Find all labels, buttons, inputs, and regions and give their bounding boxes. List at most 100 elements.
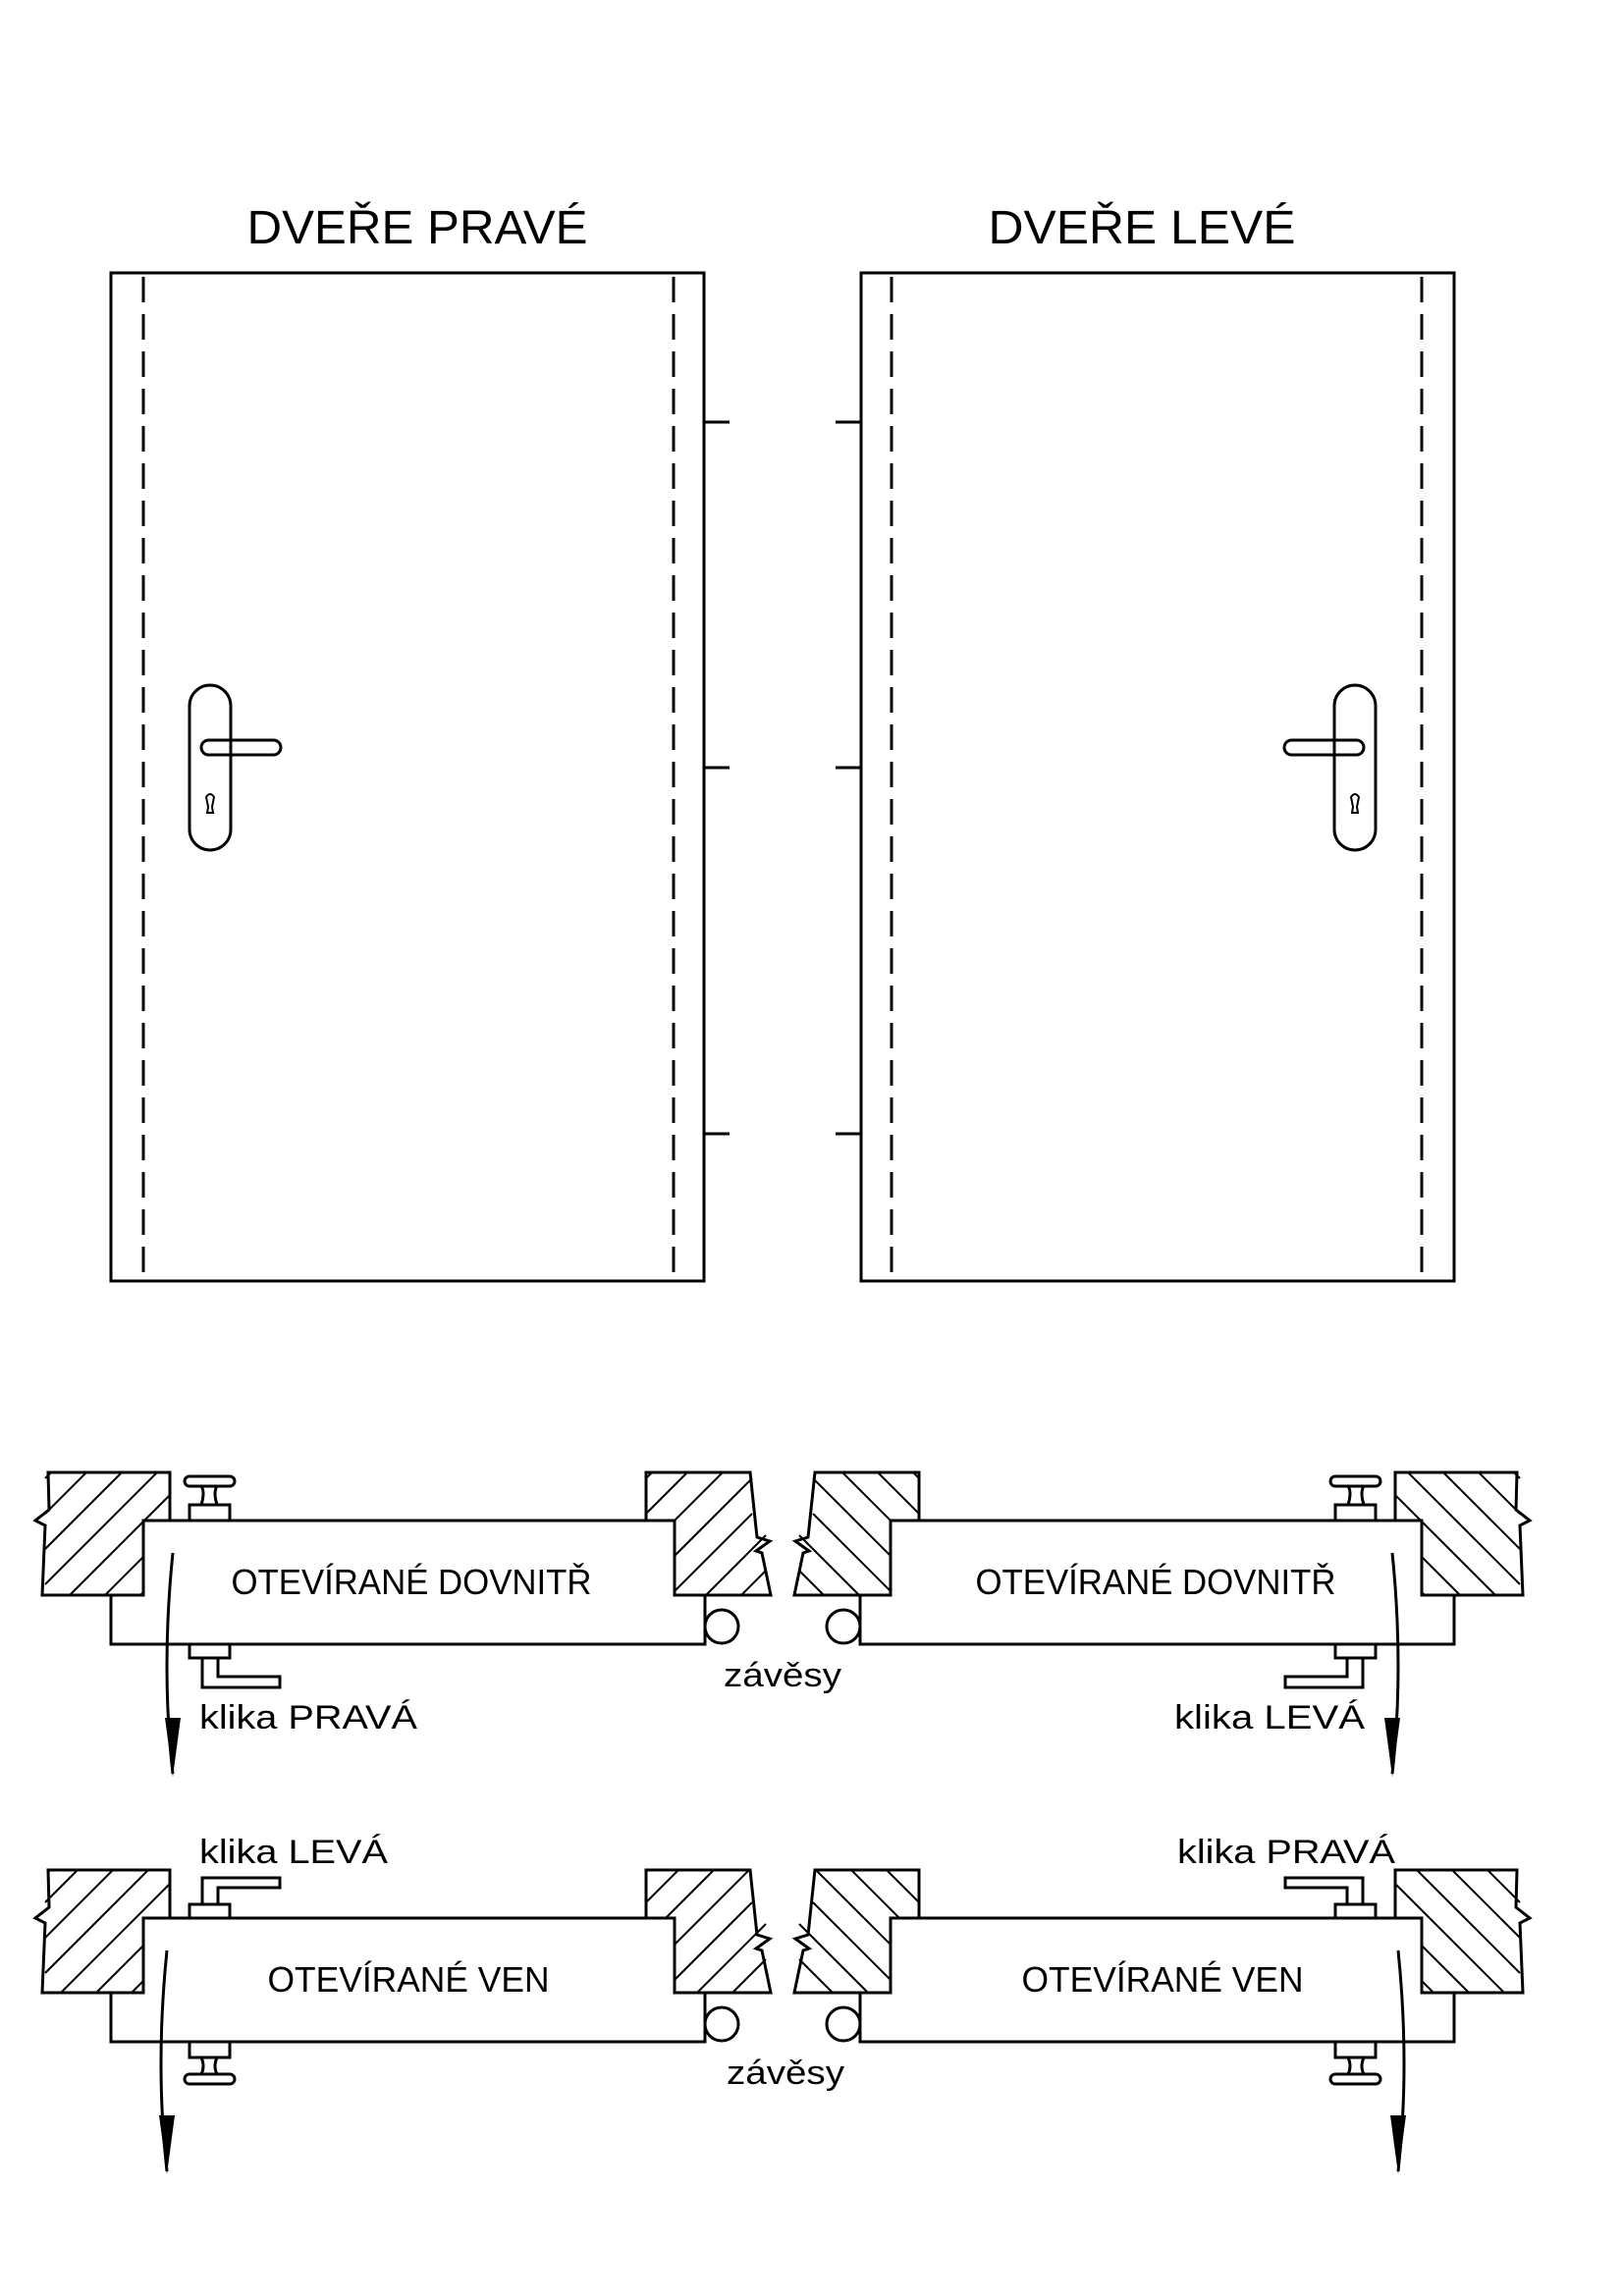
label-opening-outward-left: OTEVÍRANÉ VEN xyxy=(268,1959,550,2000)
hatch-line xyxy=(1429,1917,1505,1994)
hatch-line xyxy=(700,1869,750,1919)
hatch-line xyxy=(108,1471,158,1522)
hatch-line xyxy=(645,1471,653,1479)
hatch-line xyxy=(95,1945,144,1994)
hatch-line xyxy=(1513,1471,1521,1479)
door-leaf-section xyxy=(109,1519,707,1646)
label-hinges: závěsy xyxy=(727,2055,844,2092)
swing-direction-arrow-icon xyxy=(165,1552,181,1777)
hatch-line xyxy=(645,1869,679,1903)
knob-neck xyxy=(199,1485,219,1506)
section-outward-right-door xyxy=(32,1868,774,2174)
label-handle-right: klika PRAVÁ xyxy=(199,1699,417,1736)
hatch-line xyxy=(131,1980,144,1994)
hatch-line xyxy=(744,1513,753,1522)
knob-rose xyxy=(1333,2040,1378,2059)
hatch-line xyxy=(674,1917,702,1946)
hinge-icon xyxy=(836,766,861,770)
hatch-line xyxy=(1416,1869,1466,1919)
door-leaf-section xyxy=(109,1916,707,2044)
hatch-line xyxy=(735,1901,753,1919)
knob-neck xyxy=(1346,1485,1366,1506)
hatch-line xyxy=(1421,1980,1434,1994)
arrow-head xyxy=(1390,2115,1406,2174)
hatch-line xyxy=(665,1869,715,1919)
wall-outline xyxy=(1393,1868,1533,1995)
door-elevation-right xyxy=(109,271,730,1283)
hatch-line xyxy=(850,1869,900,1919)
wall-section-lock-side xyxy=(1393,1868,1533,1995)
knob-rose xyxy=(1333,1503,1378,1522)
wall-section-lock-side xyxy=(1393,1470,1533,1597)
handle-lever xyxy=(1282,738,1366,757)
hatch-line xyxy=(69,1521,144,1596)
lever-handle-icon xyxy=(188,1876,282,1920)
hatch-line xyxy=(1464,1917,1521,1974)
label-handle-right: klika PRAVÁ xyxy=(1177,1834,1395,1871)
lever-arm xyxy=(1283,1658,1365,1689)
wall-section-hinge-side xyxy=(644,1868,774,1995)
wall-outline xyxy=(32,1868,172,1995)
lever-rose xyxy=(188,1642,232,1660)
hatch-line xyxy=(1455,1520,1521,1585)
hinge-pin-icon xyxy=(703,2005,740,2043)
hatch-line xyxy=(1407,1471,1457,1522)
title-right-door: DVEŘE PRAVÉ xyxy=(247,202,588,254)
wall-section-hinge-side xyxy=(644,1470,774,1597)
label-handle-left: klika LEVÁ xyxy=(1174,1699,1365,1736)
hatch-line xyxy=(104,1556,144,1596)
door-leaf-section xyxy=(858,1519,1456,1646)
wall-outline xyxy=(791,1470,921,1597)
hatch-line xyxy=(812,1513,821,1522)
hatch-line xyxy=(705,1534,767,1596)
keyhole-icon xyxy=(1349,793,1361,814)
hatch-line xyxy=(44,1917,101,1974)
hatch-line xyxy=(828,1917,892,1981)
hatch-line xyxy=(812,1901,830,1919)
hatch-line xyxy=(740,1570,767,1596)
hinge-icon xyxy=(836,1132,861,1136)
hatch-line xyxy=(44,1869,79,1903)
door-leaf-outline xyxy=(109,271,706,1283)
door-handle-icon xyxy=(1282,683,1378,852)
hatch-line xyxy=(44,1520,75,1550)
hatch-line xyxy=(143,1494,171,1522)
hatch-line xyxy=(798,1534,860,1596)
wall-section-lock-side xyxy=(32,1470,172,1597)
wall-outline xyxy=(644,1470,774,1597)
hatch-line xyxy=(1499,1917,1521,1939)
hatch-line xyxy=(798,1958,834,1994)
hatch-line xyxy=(812,1477,856,1522)
hinge-pin-icon xyxy=(825,2005,862,2043)
lever-handle-icon xyxy=(1283,1642,1378,1689)
hatch-line xyxy=(73,1471,123,1522)
title-left-door: DVEŘE LEVÉ xyxy=(989,202,1296,254)
door-knob-icon xyxy=(1328,2040,1382,2086)
arrow-head xyxy=(1384,1718,1400,1777)
hatch-line xyxy=(1421,1521,1496,1596)
lever-rose xyxy=(188,1902,232,1920)
hatch-line xyxy=(645,1471,688,1515)
door-elevations xyxy=(109,271,1456,1283)
wall-section-hinge-side xyxy=(791,1470,921,1597)
knob-cap xyxy=(1328,1474,1382,1488)
lever-rose xyxy=(1333,1902,1378,1920)
knob-cap xyxy=(183,2072,237,2086)
wall-section-hinge-side xyxy=(791,1868,921,1995)
lever-arm xyxy=(1283,1876,1365,1904)
knob-rose xyxy=(188,1503,232,1522)
lever-handle-icon xyxy=(1283,1876,1378,1920)
hatch-line xyxy=(60,1917,136,1994)
handle-escutcheon xyxy=(188,683,233,852)
door-knob-icon xyxy=(183,1474,237,1522)
door-leaf-section xyxy=(858,1916,1456,2044)
label-opening-outward-right: OTEVÍRANÉ VEN xyxy=(1022,1959,1304,2000)
label-handle-left: klika LEVÁ xyxy=(199,1834,388,1871)
section-outward-left-door xyxy=(791,1868,1533,2174)
door-leaf-outline xyxy=(859,271,1456,1283)
hatch-line xyxy=(709,1477,753,1522)
hatch-line xyxy=(886,1869,920,1903)
hinge-pin-icon xyxy=(703,1608,740,1645)
hatch-line xyxy=(44,1471,52,1479)
